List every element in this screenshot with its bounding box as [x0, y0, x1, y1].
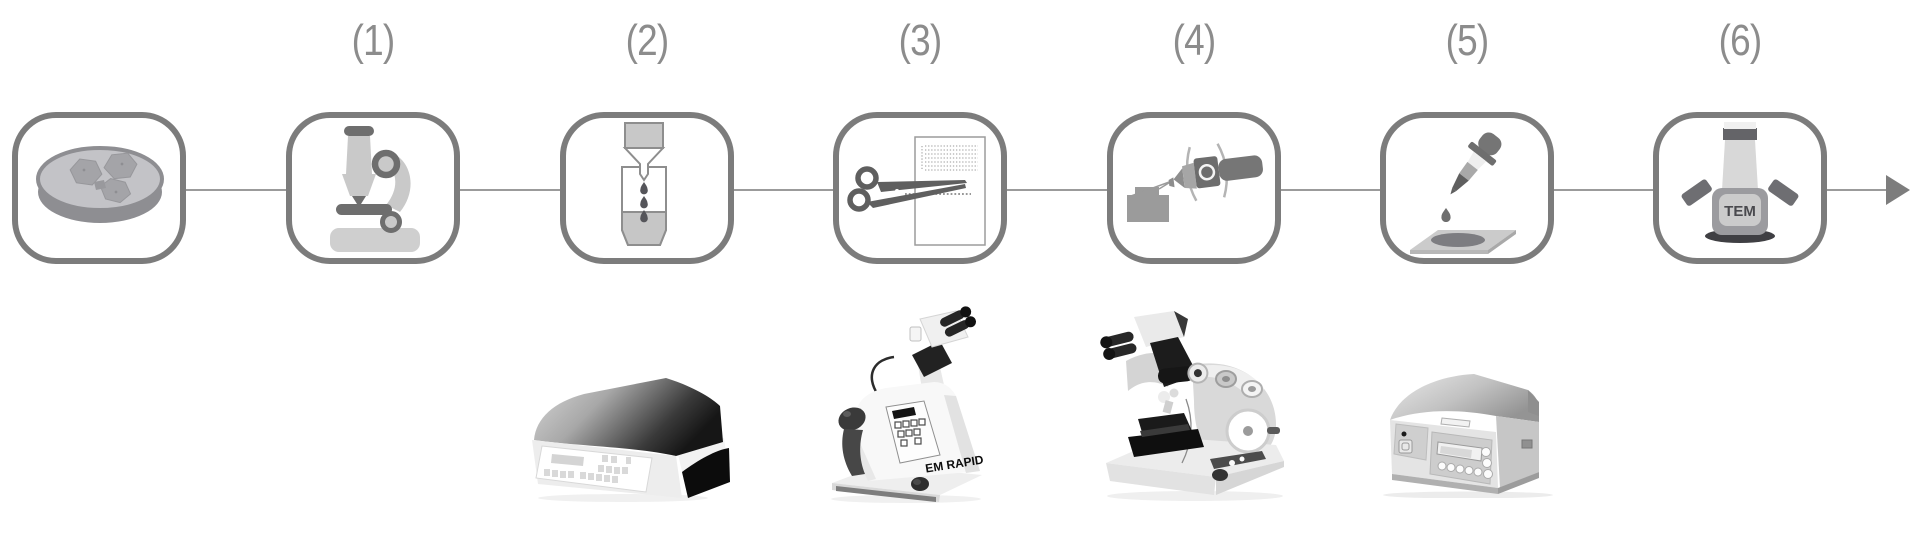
connector-line [1827, 189, 1886, 191]
arrow-head-icon [1886, 175, 1910, 205]
connector-line [1281, 189, 1380, 191]
funnel-drops-icon [621, 122, 667, 246]
tem-badge-text: TEM [1724, 203, 1756, 220]
step-box-tem: TEM [1653, 112, 1827, 264]
step-box-trimming [833, 112, 1007, 264]
step-box-specimen [12, 112, 186, 264]
tem-column-icon: TEM [1681, 122, 1799, 243]
step-number: (6) [1718, 16, 1762, 65]
pipette-slide-icon [1410, 132, 1516, 254]
step-number: (4) [1172, 16, 1216, 65]
connector-line [1554, 189, 1653, 191]
step-box-staining [1380, 112, 1554, 264]
step-box-processing [560, 112, 734, 264]
scissors-paper-icon [847, 136, 986, 246]
step-number: (3) [898, 16, 942, 65]
em-rapid-trimmer-illustration: EM RAPID [822, 303, 990, 505]
step-box-sectioning [1107, 112, 1281, 264]
step-number: (2) [625, 16, 669, 65]
tissue-processor-illustration [528, 352, 740, 502]
connector-line [460, 189, 560, 191]
step-number: (1) [351, 16, 395, 65]
connector-line [1007, 189, 1107, 191]
ultramicrotome-illustration [1100, 303, 1290, 505]
microscope-icon [330, 126, 420, 252]
connector-line [734, 189, 833, 191]
step-number: (5) [1445, 16, 1489, 65]
trim-knife-icon [1127, 143, 1263, 222]
step-box-microscopy [286, 112, 460, 264]
automatic-stainer-illustration [1378, 358, 1570, 498]
petri-dish-icon [36, 146, 164, 223]
connector-line [186, 189, 286, 191]
